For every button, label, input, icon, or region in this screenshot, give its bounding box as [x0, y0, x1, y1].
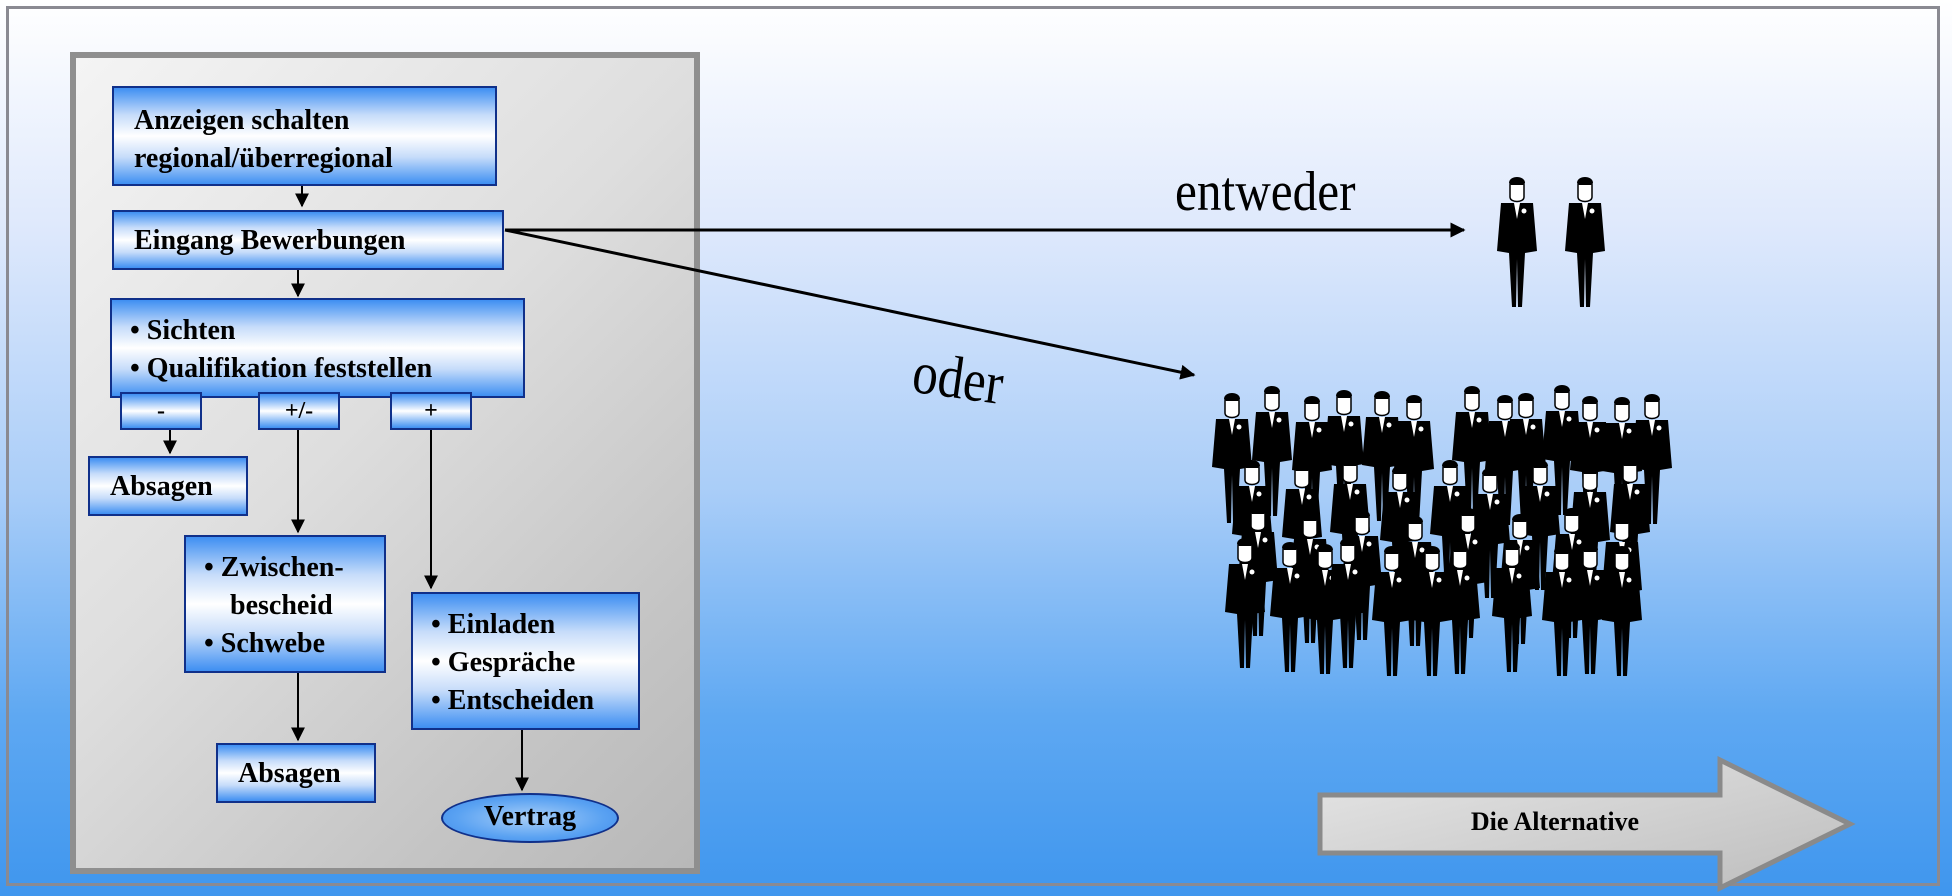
box-invite-line-2: • Gespräche [431, 647, 576, 678]
box-rejections-2: Absagen [216, 743, 376, 803]
box-rejections-1-label: Absagen [110, 471, 213, 502]
box-incoming-label: Eingang Bewerbungen [134, 225, 406, 256]
box-invite-line-3: • Entscheiden [431, 685, 595, 716]
box-interim: • Zwischen- bescheid • Schwebe [184, 535, 386, 673]
tab-minus-label: - [157, 398, 165, 424]
crowd-icon [1211, 384, 1673, 677]
slide-frame [6, 6, 1940, 886]
box-interim-line-1: • Zwischen- [204, 552, 344, 583]
tab-plusminus-label: +/- [284, 398, 314, 424]
contract-label: Vertrag [483, 801, 577, 832]
box-screen-line-2: • Qualifikation feststellen [130, 353, 433, 384]
or-label: oder [908, 338, 1008, 417]
box-invite-line-1: • Einladen [431, 609, 556, 640]
tab-minus: - [120, 392, 202, 430]
box-rejections-1: Absagen [88, 456, 248, 516]
tab-plus-label: + [424, 398, 438, 424]
box-interim-line-3: • Schwebe [204, 628, 326, 659]
contract-oval: Vertrag [441, 793, 619, 843]
tab-plusminus: +/- [258, 392, 340, 430]
box-screen-line-1: • Sichten [130, 315, 236, 346]
box-rejections-2-label: Absagen [238, 758, 341, 789]
two-people-icon [1496, 176, 1606, 308]
either-label: entweder [1175, 161, 1356, 223]
arrow-or [504, 228, 1196, 380]
alternative-label: Die Alternative [1470, 807, 1640, 836]
box-ads-line-1: Anzeigen schalten [134, 105, 350, 136]
box-screen: • Sichten • Qualifikation feststellen [110, 298, 525, 398]
box-invite: • Einladen • Gespräche • Entscheiden [411, 592, 640, 730]
alternative-arrow [1317, 755, 1856, 893]
box-interim-line-2: bescheid [230, 590, 333, 621]
box-ads-line-2: regional/überregional [134, 143, 393, 174]
box-incoming: Eingang Bewerbungen [112, 210, 504, 270]
box-ads: Anzeigen schalten regional/überregional [112, 86, 497, 186]
tab-plus: + [390, 392, 472, 430]
